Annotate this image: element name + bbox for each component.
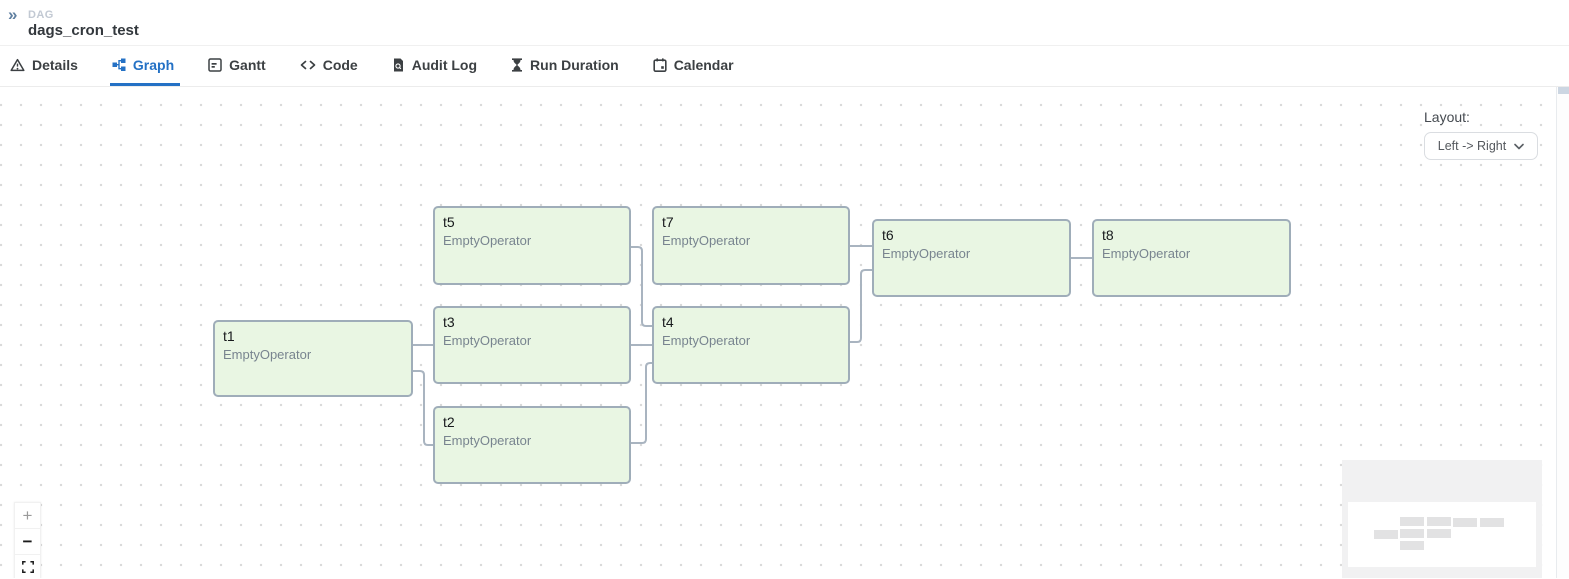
minimap-node-t3 (1400, 529, 1424, 538)
task-operator: EmptyOperator (443, 433, 532, 448)
task-id: t5 (443, 214, 455, 230)
edge-t2-to-t4 (631, 362, 652, 444)
graph-icon (112, 58, 126, 72)
tab-label: Graph (132, 56, 175, 73)
tab-label: Run Duration (530, 56, 619, 73)
tab-details[interactable]: Details (8, 46, 84, 86)
minimap-node-t1 (1374, 530, 1398, 539)
tab-run-duration[interactable]: Run Duration (509, 46, 625, 86)
minimap-node-t6 (1453, 518, 1477, 527)
minimap-node-t2 (1400, 541, 1424, 550)
layout-select[interactable]: Left -> Right (1424, 132, 1538, 160)
zoom-out-button[interactable]: − (15, 529, 40, 555)
fit-view-button[interactable] (15, 555, 40, 578)
tab-label: Details (32, 56, 78, 73)
audit-log-icon (392, 58, 405, 72)
tab-gantt[interactable]: Gantt (206, 46, 272, 86)
task-id: t6 (882, 227, 894, 243)
task-id: t3 (443, 314, 455, 330)
breadcrumb-chevrons-icon: » (8, 5, 18, 24)
layout-panel: Layout: Left -> Right (1424, 109, 1538, 160)
task-operator: EmptyOperator (1102, 246, 1191, 261)
task-id: t4 (662, 314, 674, 330)
layout-selected-option: Left -> Right (1437, 139, 1507, 153)
task-id: t2 (443, 414, 455, 430)
task-operator: EmptyOperator (443, 233, 532, 248)
task-operator: EmptyOperator (223, 347, 312, 362)
minimap-node-t4 (1427, 529, 1451, 538)
tab-label: Audit Log (411, 56, 478, 73)
warning-triangle-icon (10, 58, 25, 72)
page-title: dags_cron_test (28, 22, 139, 39)
task-operator: EmptyOperator (662, 333, 751, 348)
calendar-icon (653, 57, 667, 72)
code-icon (300, 58, 316, 72)
task-operator: EmptyOperator (882, 246, 971, 261)
tab-graph[interactable]: Graph (109, 46, 181, 86)
minimap[interactable] (1342, 460, 1542, 578)
tab-label: Calendar (673, 56, 734, 73)
minimap-node-t7 (1427, 517, 1451, 526)
task-operator: EmptyOperator (443, 333, 532, 348)
tab-label: Code (322, 56, 358, 73)
zoom-in-button[interactable]: + (15, 503, 40, 529)
tab-calendar[interactable]: Calendar (651, 46, 740, 86)
vertical-scrollbar-thumb[interactable] (1558, 87, 1569, 94)
breadcrumb: DAG (28, 9, 54, 21)
task-id: t7 (662, 214, 674, 230)
tab-bar: Details Graph Gantt Code Audit Log (0, 46, 1569, 87)
minimap-node-t8 (1480, 518, 1504, 527)
zoom-controls: + − (14, 502, 41, 578)
minimap-node-t5 (1400, 517, 1424, 526)
page-header: » DAG dags_cron_test (0, 0, 1569, 46)
tab-code[interactable]: Code (298, 46, 364, 86)
task-id: t8 (1102, 227, 1114, 243)
hourglass-icon (511, 57, 523, 72)
vertical-scrollbar-track[interactable] (1556, 87, 1569, 578)
edge-t5-to-t4 (631, 246, 652, 327)
task-operator: EmptyOperator (662, 233, 751, 248)
tab-audit-log[interactable]: Audit Log (390, 46, 483, 86)
tab-label: Gantt (229, 56, 266, 73)
fit-view-icon (21, 560, 34, 576)
edge-t1-to-t2 (413, 370, 433, 446)
gantt-icon (208, 57, 222, 72)
layout-label: Layout: (1424, 109, 1470, 125)
task-id: t1 (223, 328, 235, 344)
chevron-down-icon (1514, 139, 1525, 153)
edge-t4-to-t6 (850, 269, 872, 343)
